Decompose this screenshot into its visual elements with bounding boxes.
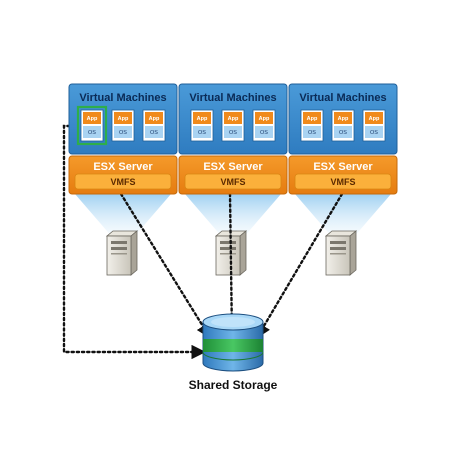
os-layer (114, 126, 132, 138)
vmfs-bar (184, 173, 282, 190)
esx-server-label: ESX Server (93, 161, 153, 173)
app-layer (193, 112, 211, 124)
app-label: App (197, 116, 208, 122)
os-layer (303, 126, 321, 138)
vm-panel-title: Virtual Machines (299, 92, 386, 104)
esx-to-storage-link (256, 192, 344, 339)
app-layer (114, 112, 132, 124)
app-label: App (338, 116, 349, 122)
projection-beam (185, 194, 281, 238)
shared-storage: Shared Storage (189, 313, 278, 392)
app-layer (303, 112, 321, 124)
esx-to-storage-link (224, 192, 240, 339)
app-label: App (307, 116, 318, 122)
app-layer (224, 112, 242, 124)
app-layer (334, 112, 352, 124)
app-layer (365, 112, 383, 124)
storage-connections (62, 124, 344, 360)
os-layer (334, 126, 352, 138)
app-layer (255, 112, 273, 124)
os-layer (193, 126, 211, 138)
selected-vm-outline (76, 105, 108, 146)
os-label: OS (119, 130, 127, 136)
storage-label: Shared Storage (189, 378, 278, 392)
database-icon (202, 313, 264, 372)
os-label: OS (308, 130, 316, 136)
projection-beam (295, 194, 391, 238)
os-label: OS (88, 130, 96, 136)
app-label: App (87, 116, 98, 122)
os-label: OS (370, 130, 378, 136)
os-layer (255, 126, 273, 138)
app-layer (83, 112, 101, 124)
vmfs-label: VMFS (330, 177, 355, 187)
os-label: OS (198, 130, 206, 136)
os-label: OS (150, 130, 158, 136)
app-label: App (118, 116, 129, 122)
vm-panel-title: Virtual Machines (79, 92, 166, 104)
os-layer (224, 126, 242, 138)
server-tower-icon (105, 230, 139, 276)
os-label: OS (339, 130, 347, 136)
esx-to-storage-link (119, 192, 211, 339)
os-layer (83, 126, 101, 138)
app-label: App (259, 116, 270, 122)
esx-server-label: ESX Server (313, 161, 373, 173)
app-label: App (228, 116, 239, 122)
server-tower-icon (324, 230, 358, 276)
app-label: App (369, 116, 380, 122)
vmfs-bar (294, 173, 392, 190)
app-label: App (149, 116, 160, 122)
projection-beam (75, 194, 171, 238)
app-layer (145, 112, 163, 124)
os-label: OS (229, 130, 237, 136)
vm-panel-title: Virtual Machines (189, 92, 276, 104)
vmfs-bar (74, 173, 172, 190)
vmfs-label: VMFS (220, 177, 245, 187)
os-layer (365, 126, 383, 138)
projection-beams (75, 194, 391, 238)
esx-server-label: ESX Server (203, 161, 263, 173)
os-label: OS (260, 130, 268, 136)
vmfs-label: VMFS (110, 177, 135, 187)
os-layer (145, 126, 163, 138)
